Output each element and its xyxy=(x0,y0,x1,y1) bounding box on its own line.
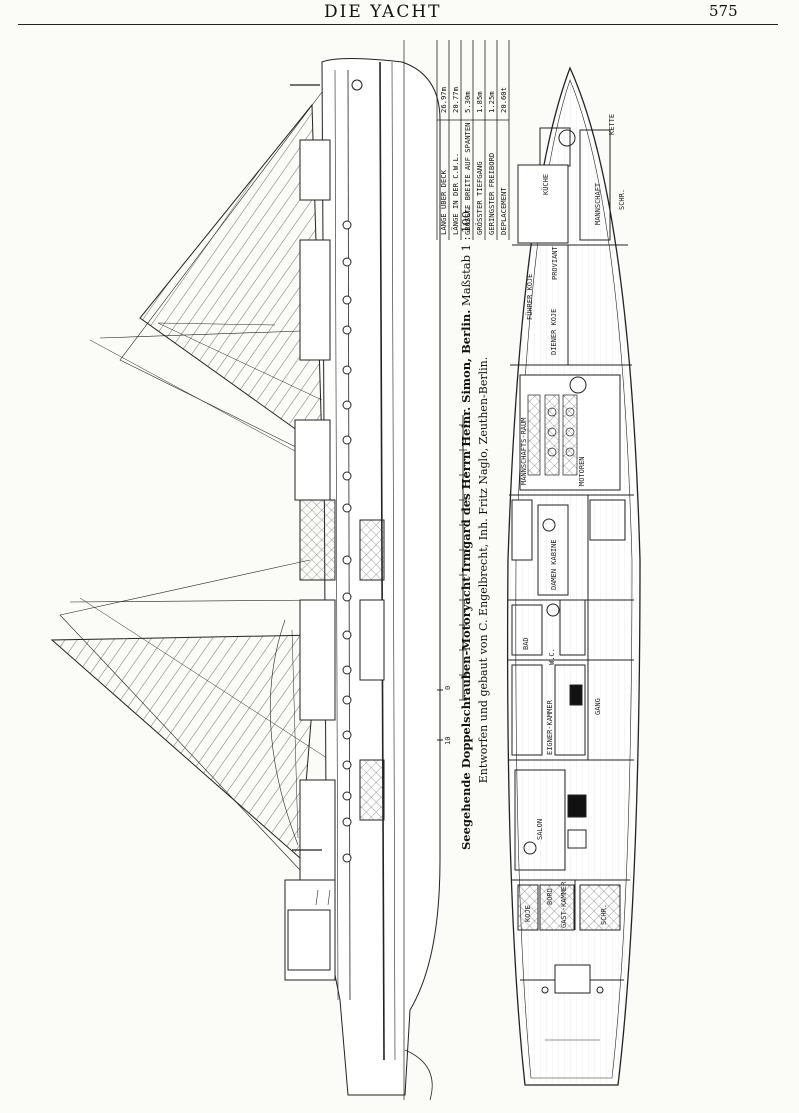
label-wc: W.C. xyxy=(548,648,556,665)
label-fuhrer-koje: FÜHRER KOJE xyxy=(525,274,534,320)
spec-label-5: DEPLACEMENT xyxy=(499,187,508,235)
portholes xyxy=(342,220,352,863)
main-sail xyxy=(50,634,319,860)
label-eignerkammer: EIGNER-KAMMER xyxy=(546,699,554,755)
page-number: 575 xyxy=(709,2,738,20)
label-mannschaft: MANNSCHAFT xyxy=(594,182,602,225)
spec-label-0: LÄNGE ÜBER DECK xyxy=(439,169,448,235)
label-schrank-1: SCHR. xyxy=(618,189,626,210)
spec-value-4: 1.25m xyxy=(487,91,496,113)
label-proviant: PROVIANT xyxy=(551,245,559,280)
spec-value-1: 20.77m xyxy=(451,87,460,113)
spec-value-3: 1.85m xyxy=(475,91,484,113)
header-rule xyxy=(18,24,778,25)
scale-bars xyxy=(437,415,467,741)
spec-value-2: 5.30m xyxy=(463,91,472,113)
label-bord: BORD xyxy=(546,888,554,905)
label-schrank-2: SCHR. xyxy=(600,904,608,925)
caption-title: Seegehende Doppelschrauben-Motoryacht Ir… xyxy=(459,309,473,850)
side-elevation xyxy=(50,40,441,1101)
deck-plan xyxy=(506,66,641,1086)
label-salon: SALON xyxy=(536,819,544,840)
spec-label-1: LÄNGE IN DER C.W.L. xyxy=(451,153,460,235)
label-gang: GANG xyxy=(594,698,602,715)
label-gast-kammer: GAST-KAMMER xyxy=(560,881,568,928)
room-labels: KETTE KÜCHE MANNSCHAFT SCHR. PROVIANT FÜ… xyxy=(520,114,626,928)
label-kuche: KÜCHE xyxy=(541,174,550,195)
spec-label-2: GRÖSSTE BREITE AUF SPANTEN xyxy=(463,122,472,235)
scale-label-10: 10 xyxy=(444,737,452,745)
spec-label-3: GRÖSSTER TIEFGANG xyxy=(475,161,484,235)
caption-scale: Maßstab 1 : 100. xyxy=(459,207,473,307)
label-damen-kabine: DAMEN KABINE xyxy=(550,539,558,590)
engine-blocks xyxy=(527,394,578,476)
spec-label-4: GERINGSTER FREIBORD xyxy=(487,153,496,235)
label-bad: BAD xyxy=(522,637,530,650)
running-header-title: DIE YACHT xyxy=(324,2,442,22)
label-koje: KOJE xyxy=(524,905,532,922)
spec-table: LÄNGE ÜBER DECK 26.97m LÄNGE IN DER C.W.… xyxy=(436,40,510,240)
scale-label-0: 0 xyxy=(444,686,452,690)
spec-value-0: 26.97m xyxy=(439,87,448,113)
label-mannschafts-raum: MANNSCHAFTS-RAUM xyxy=(520,418,528,485)
label-diener-koje: DIENER KOJE xyxy=(550,309,558,355)
label-motoren: MOTOREN xyxy=(578,456,586,486)
label-kette: KETTE xyxy=(608,114,616,135)
caption-credit: Entworfen und gebaut von C. Engelbrecht,… xyxy=(477,356,490,784)
fore-sail xyxy=(139,103,323,449)
spec-value-5: 20.60t xyxy=(499,87,508,113)
